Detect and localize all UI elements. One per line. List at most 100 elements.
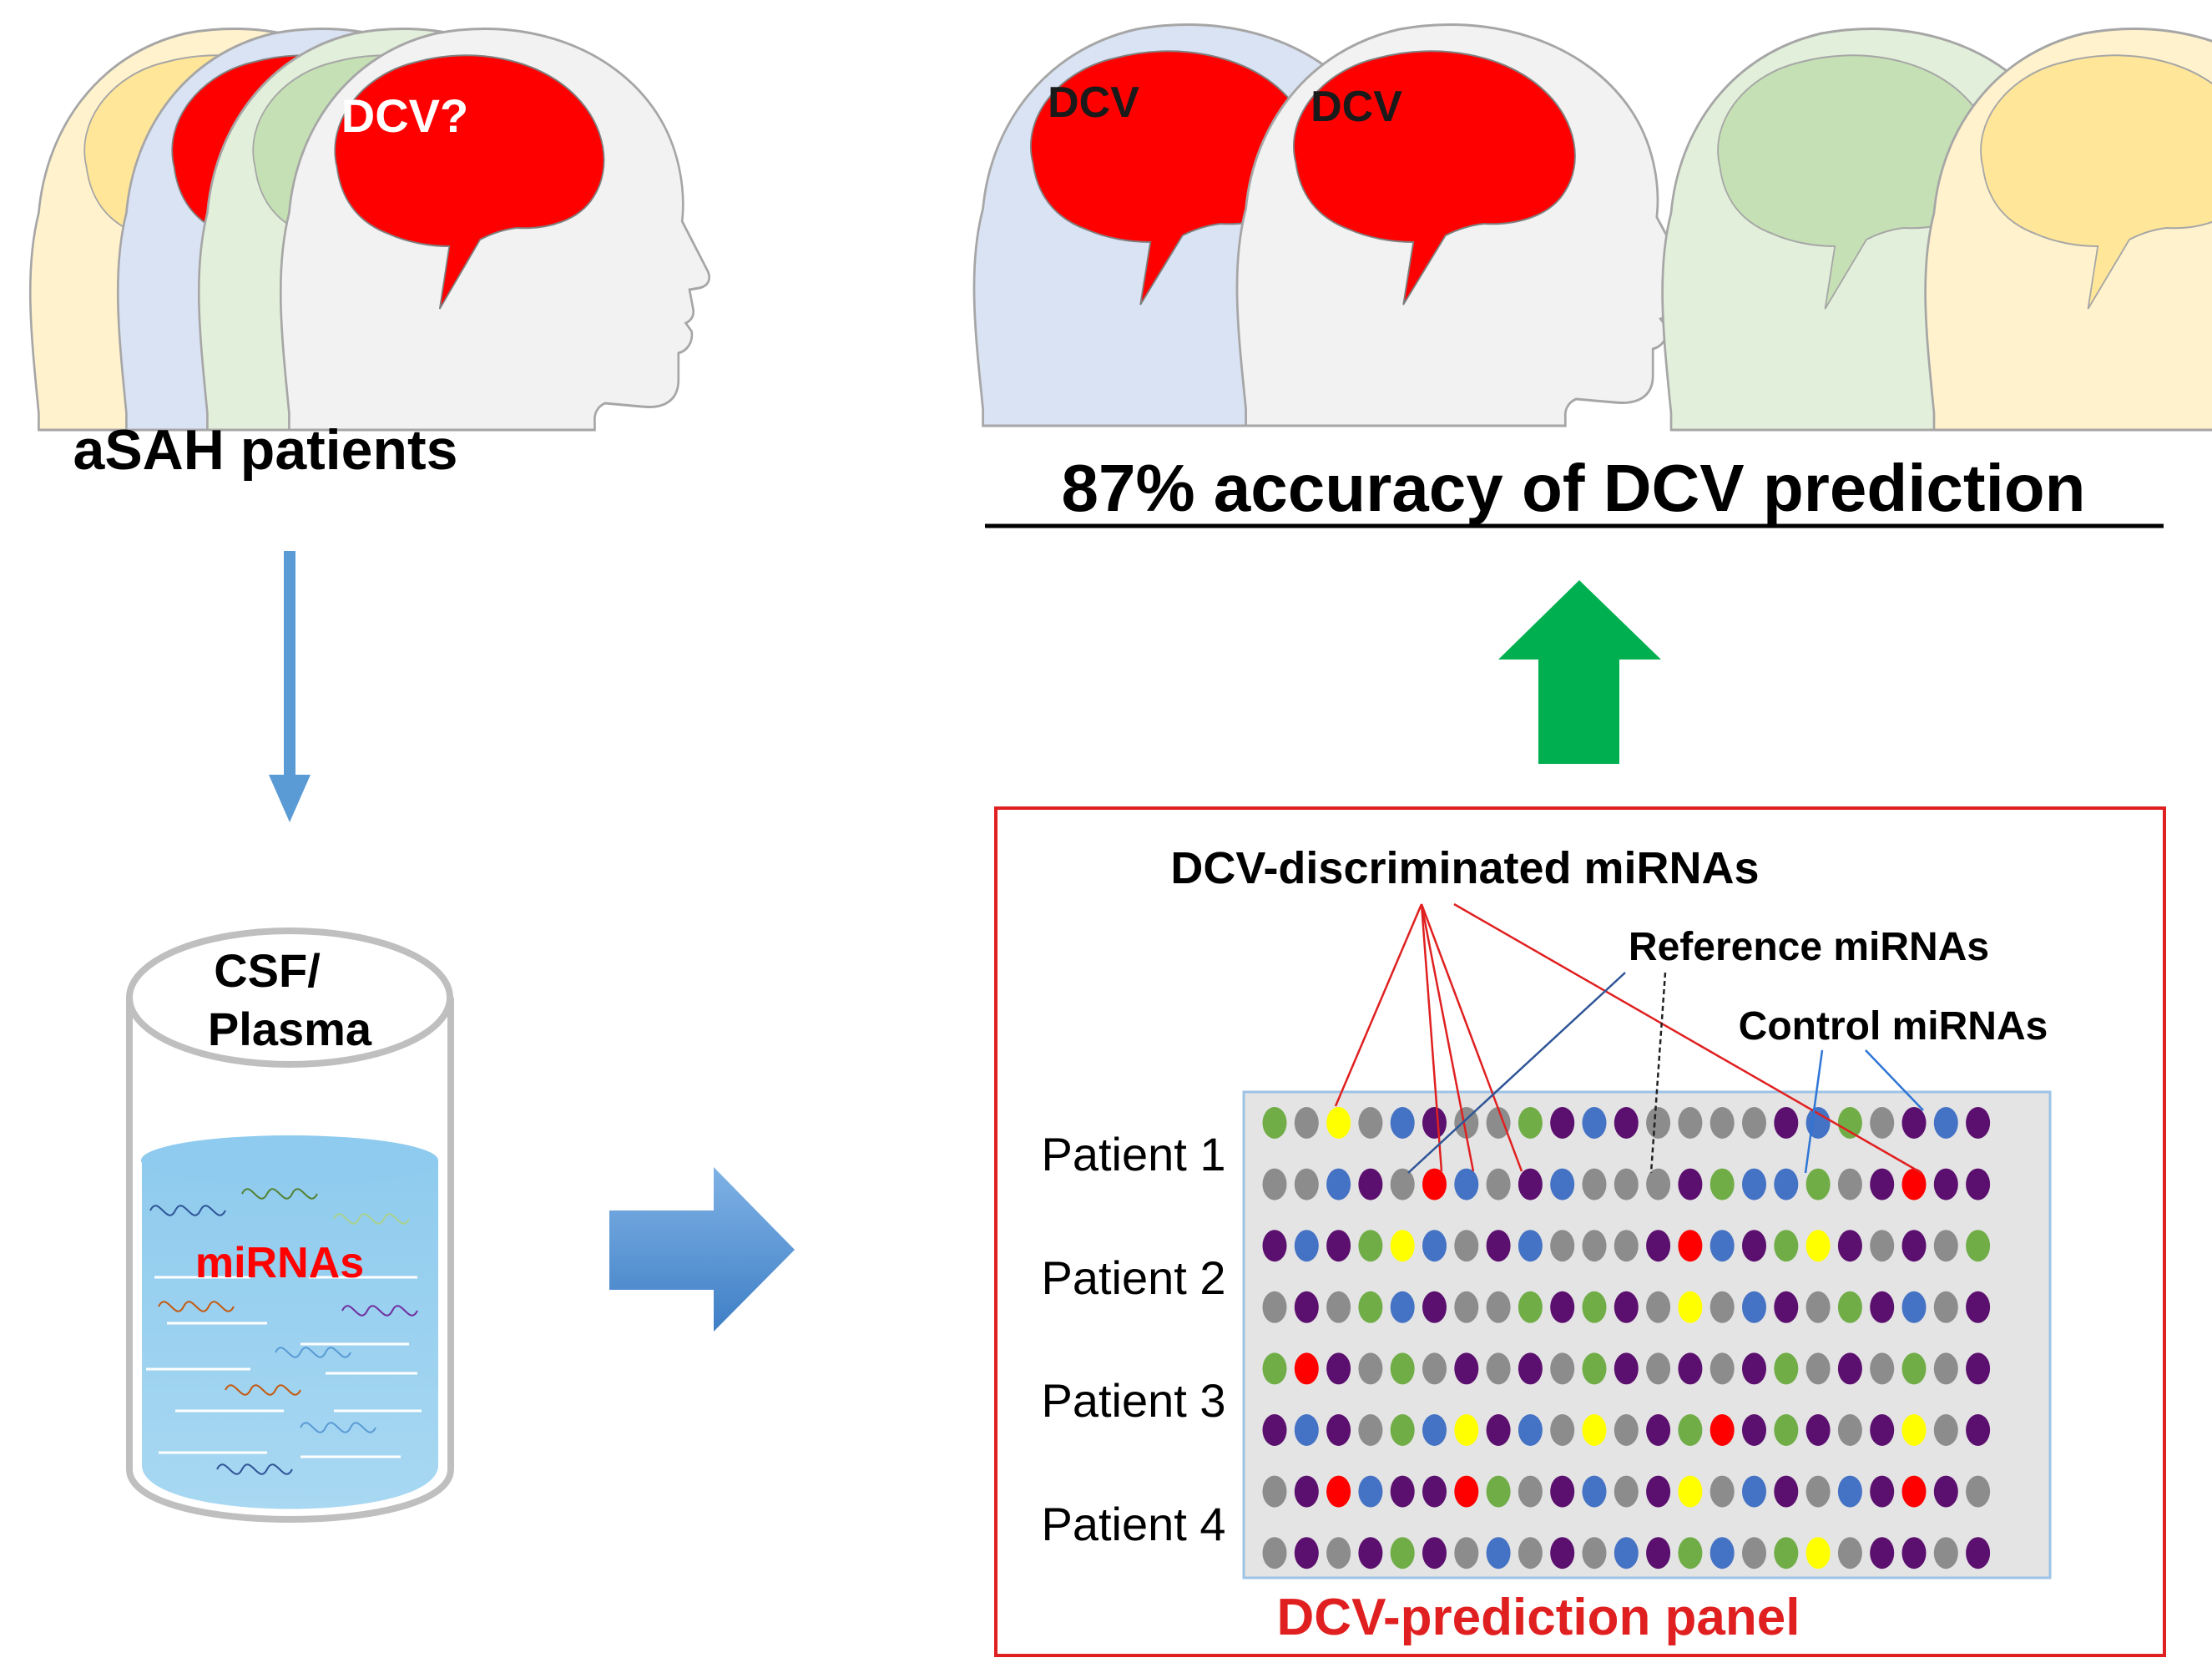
mirna-dot	[1454, 1291, 1479, 1323]
mirna-dot	[1870, 1168, 1895, 1200]
mirna-dot	[1805, 1291, 1831, 1323]
patient-label-1: Patient 1	[1041, 1128, 1225, 1180]
mirna-dot	[1326, 1352, 1351, 1385]
mirna-dot	[1486, 1537, 1511, 1569]
mirna-dot	[1326, 1475, 1351, 1508]
mirna-dot	[1550, 1352, 1575, 1385]
mirna-dot	[1742, 1291, 1766, 1323]
mirna-dot	[1422, 1475, 1447, 1508]
mirna-dot	[1774, 1230, 1799, 1262]
mirna-dot	[1870, 1230, 1895, 1262]
mirna-dot	[1422, 1291, 1447, 1323]
mirna-dot	[1966, 1414, 1991, 1446]
mirna-dot	[1582, 1475, 1607, 1508]
mirna-dot	[1390, 1537, 1415, 1569]
mirna-dot	[1358, 1537, 1383, 1569]
mirna-dot	[1774, 1475, 1799, 1508]
mirna-dot	[1550, 1475, 1575, 1508]
patient-labels: Patient 1 Patient 2 Patient 3 Patient 4	[1041, 1128, 1225, 1550]
mirna-dot	[1742, 1475, 1766, 1508]
mirna-dot	[1678, 1414, 1703, 1446]
mirna-dot	[1933, 1107, 1958, 1139]
mirna-dot	[1294, 1414, 1319, 1446]
annotation-connectors	[1334, 902, 1924, 1175]
mirna-dot	[1422, 1537, 1447, 1569]
mirna-dot	[1966, 1537, 1991, 1569]
mirna-dot	[1646, 1230, 1671, 1262]
mirna-dot	[1614, 1168, 1639, 1200]
mirna-dot	[1262, 1107, 1287, 1139]
mirna-dot	[1358, 1291, 1383, 1323]
mirna-dot	[1870, 1291, 1895, 1323]
csf-plasma-container: CSF/ Plasma miRNAs	[126, 927, 454, 1523]
mirna-dot	[1742, 1168, 1766, 1200]
mirna-dot	[1933, 1230, 1958, 1262]
container-label-line2: Plasma	[208, 1003, 372, 1055]
discriminated-mirnas-label: DCV-discriminated miRNAs	[1170, 843, 1759, 893]
mirna-dot	[1358, 1414, 1383, 1446]
mirna-dot	[1646, 1352, 1671, 1385]
mirna-dot	[1358, 1107, 1383, 1139]
mirna-dot	[1837, 1352, 1862, 1385]
mirna-dot	[1901, 1537, 1927, 1569]
mirna-dot	[1901, 1414, 1927, 1446]
liquid	[142, 1160, 438, 1509]
dcv-question-label: DCV?	[341, 89, 468, 142]
mirna-dot	[1901, 1107, 1927, 1139]
mirna-dot	[1614, 1230, 1639, 1262]
mirna-dot	[1678, 1537, 1703, 1569]
mirna-dot	[1710, 1352, 1735, 1385]
mirna-dot	[1774, 1537, 1799, 1569]
mirna-dot	[1390, 1291, 1415, 1323]
mirna-dot	[1422, 1414, 1447, 1446]
mirna-dot	[1933, 1168, 1958, 1200]
mirna-dot	[1678, 1230, 1703, 1262]
down-arrow	[269, 551, 311, 822]
mirna-dot	[1294, 1475, 1319, 1508]
mirna-dot	[1837, 1537, 1862, 1569]
mirna-dot	[1837, 1475, 1862, 1508]
mirna-dot	[1805, 1107, 1831, 1139]
mirna-dot	[1262, 1352, 1287, 1385]
mirna-dot	[1870, 1475, 1895, 1508]
mirna-dot	[1966, 1291, 1991, 1323]
mirna-dot	[1646, 1475, 1671, 1508]
mirna-dot	[1518, 1475, 1543, 1508]
mirna-dot	[1710, 1107, 1735, 1139]
patient-label-2: Patient 2	[1041, 1251, 1225, 1304]
mirna-dot	[1550, 1291, 1575, 1323]
mirna-dot	[1422, 1107, 1447, 1139]
mirna-dot	[1518, 1230, 1543, 1262]
mirna-dot	[1518, 1414, 1543, 1446]
mirna-dot	[1326, 1414, 1351, 1446]
mirna-dot	[1486, 1414, 1511, 1446]
asah-patients-heads: DCV?	[28, 27, 711, 432]
mirna-dot	[1837, 1291, 1862, 1323]
mirna-dot	[1837, 1168, 1862, 1200]
mirna-dot	[1837, 1414, 1862, 1446]
mirna-dot	[1582, 1291, 1607, 1323]
mirna-dot	[1710, 1475, 1735, 1508]
mirna-dot	[1518, 1537, 1543, 1569]
mirna-dot	[1742, 1352, 1766, 1385]
mirna-dot	[1805, 1475, 1831, 1508]
mirna-dot	[1518, 1352, 1543, 1385]
mirna-dot	[1870, 1352, 1895, 1385]
mirna-dot	[1966, 1352, 1991, 1385]
mirna-dot	[1614, 1414, 1639, 1446]
mirna-dot	[1582, 1352, 1607, 1385]
mirna-dot	[1582, 1107, 1607, 1139]
mirna-dot	[1614, 1107, 1639, 1139]
mirna-dot	[1390, 1414, 1415, 1446]
mirna-dot	[1486, 1291, 1511, 1323]
prediction-panel: DCV-discriminated miRNAs Reference miRNA…	[994, 806, 2166, 1657]
mirna-dot	[1614, 1537, 1639, 1569]
mirna-dot	[1454, 1537, 1479, 1569]
mirna-dot	[1486, 1352, 1511, 1385]
mirna-dot	[1294, 1168, 1319, 1200]
mirna-dot	[1518, 1291, 1543, 1323]
mirna-dot	[1486, 1475, 1511, 1508]
mirna-dot	[1901, 1475, 1927, 1508]
mirna-dot	[1774, 1291, 1799, 1323]
